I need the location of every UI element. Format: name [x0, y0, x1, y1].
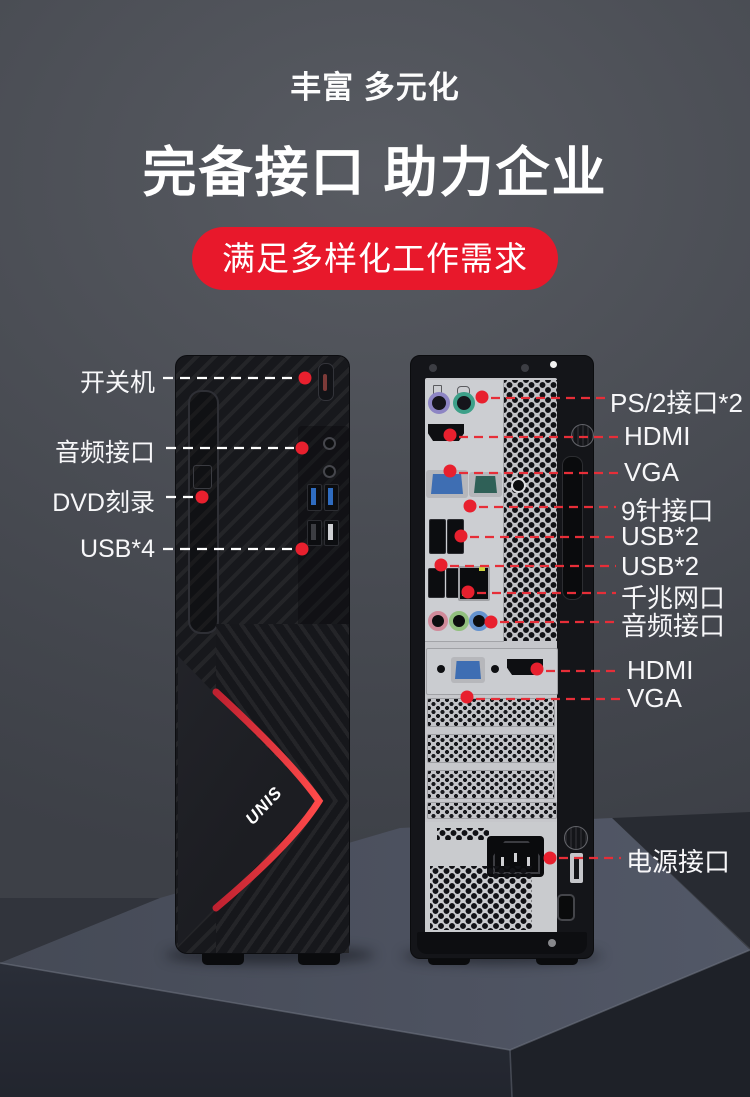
slot-hole — [437, 665, 445, 673]
front-tower: UNIS — [175, 355, 350, 954]
slot-cover — [427, 734, 555, 763]
callout-usb4: USB*4 — [79, 535, 155, 563]
io-plate — [425, 380, 504, 642]
callout-power-inlet: 电源接口 — [626, 847, 731, 877]
slot-hole — [491, 665, 499, 673]
callout-audio-front: 音频接口 — [54, 439, 155, 467]
kensington-lock-slot — [557, 894, 575, 921]
gpu-vga-port — [451, 657, 485, 683]
vga-port — [426, 470, 468, 498]
psu-vent-big — [430, 866, 532, 930]
usb3-port — [324, 484, 339, 511]
usb3-tongue — [311, 488, 316, 505]
back-tower — [410, 355, 594, 959]
callout-ps2: PS/2接口*2 — [610, 388, 743, 418]
ethernet-port — [458, 566, 490, 601]
red-chevron — [212, 688, 324, 912]
c14-pin — [501, 857, 504, 866]
gpu-hdmi-port — [507, 659, 543, 675]
callout-audio-rear: 音频接口 — [621, 611, 726, 641]
poster-title: 完备接口 助力企业 — [142, 143, 608, 203]
psu-vent-small — [437, 828, 489, 840]
poster-badge: 满足多样化工作需求 — [192, 227, 558, 290]
slot-cover — [427, 698, 555, 727]
callout-dvd: DVD刻录 — [52, 489, 155, 517]
screw — [548, 939, 556, 947]
gpu-slot — [426, 648, 558, 695]
usb2-port — [324, 520, 339, 546]
screw — [429, 364, 437, 372]
serial-9pin-port — [469, 472, 502, 497]
pedestal-back-shadow-right — [612, 812, 750, 948]
callout-usb2-a: USB*2 — [621, 521, 700, 551]
audio-jack — [323, 465, 336, 478]
audio-jack — [323, 437, 336, 450]
usb3-tongue — [328, 488, 333, 505]
serial-connector — [474, 476, 497, 493]
dvd-eject-button — [193, 465, 212, 489]
bottom-frame-band — [417, 932, 587, 954]
callout-ethernet: 千兆网口 — [621, 583, 726, 613]
ethernet-led-amber — [479, 567, 485, 571]
thumbscrew — [571, 424, 594, 447]
callout-hdmi-gpu: HDMI — [627, 655, 694, 685]
ps2-keyboard-port — [428, 392, 450, 414]
bracket-slot — [574, 857, 579, 879]
callout-usb2-b: USB*2 — [621, 551, 700, 581]
dvd-burner-slot — [188, 390, 219, 634]
thumbscrew — [564, 826, 588, 850]
audio-jack-green — [449, 611, 469, 631]
usb2-port — [307, 520, 322, 546]
callout-power: 开关机 — [79, 369, 155, 397]
vga-connector — [431, 474, 463, 494]
usb-port — [429, 519, 446, 554]
vga-connector — [455, 661, 481, 679]
ethernet-led-green — [462, 592, 468, 596]
usb3-port — [307, 484, 322, 511]
usb-port — [447, 519, 464, 554]
rear-panel — [425, 378, 558, 934]
psu-panel — [425, 822, 557, 934]
audio-jack-blue — [469, 611, 489, 631]
slot-cover — [427, 770, 555, 799]
power-led-dot — [550, 361, 557, 368]
c14-pin — [527, 857, 530, 866]
latch-handle — [562, 456, 583, 600]
callout-vga: VGA — [624, 457, 679, 487]
usb2-tongue — [328, 524, 333, 540]
c14-pin — [514, 853, 517, 862]
vent-hole — [511, 478, 526, 493]
pedestal-right-face — [510, 950, 750, 1097]
audio-jack-pink — [428, 611, 448, 631]
slot-bracket — [570, 853, 583, 883]
ps2-mouse-port — [453, 392, 475, 414]
screw — [521, 364, 529, 372]
power-button — [318, 363, 334, 401]
vent-strip — [427, 802, 557, 819]
usb2-tongue — [311, 524, 316, 540]
callout-hdmi: HDMI — [624, 421, 691, 451]
usb-port — [428, 568, 445, 598]
callout-serial: 9针接口 — [621, 496, 714, 526]
callout-vga-gpu: VGA — [627, 683, 682, 713]
hex-vent-field — [504, 380, 557, 641]
hdmi-port — [428, 424, 464, 441]
poster-subtitle: 丰富 多元化 — [290, 70, 460, 105]
power-led — [323, 374, 327, 391]
pedestal-left-face — [0, 963, 512, 1097]
